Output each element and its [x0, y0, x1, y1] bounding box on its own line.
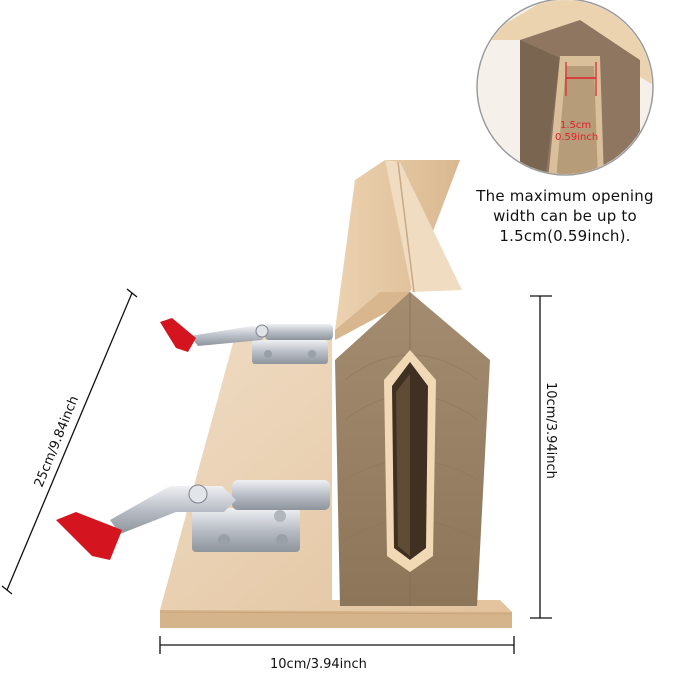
front-clamp: [56, 480, 330, 560]
width-label: 10cm/3.94inch: [270, 657, 367, 672]
length-label: 25cm/9.84inch: [32, 394, 82, 489]
height-dimension: [530, 295, 552, 619]
opening-caption: The maximum opening width can be up to 1…: [452, 186, 678, 246]
caption-line-2: width can be up to: [493, 207, 637, 225]
caption-line-1: The maximum opening: [476, 187, 654, 205]
opening-label-1: 1.5cm: [560, 120, 591, 131]
height-label: 10cm/3.94inch: [543, 382, 558, 479]
opening-label-2: 0.59inch: [555, 132, 598, 143]
back-clamp-handle: [160, 318, 196, 352]
caption-line-3: 1.5cm(0.59inch).: [499, 227, 631, 245]
front-clamp-handle: [56, 512, 122, 560]
width-dimension: [159, 636, 515, 654]
block-end-face: [335, 292, 490, 606]
length-dimension: [1, 288, 138, 595]
back-clamp: [160, 318, 333, 364]
opening-detail-inset: 1.5cm 0.59inch: [476, 0, 654, 176]
long-block: [335, 160, 462, 340]
base-board: [159, 332, 513, 628]
